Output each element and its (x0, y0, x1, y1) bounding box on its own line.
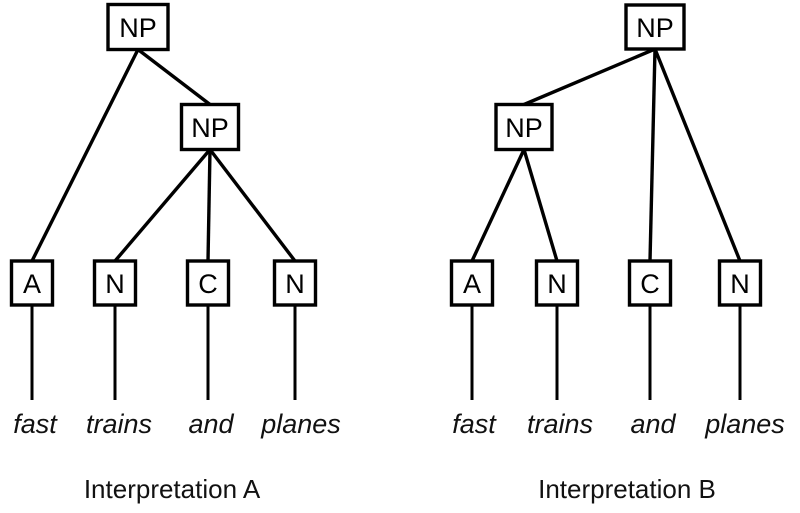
node-leafA[interactable]: A (449, 259, 495, 307)
node-label: N (105, 269, 125, 299)
stem-group (30, 305, 297, 400)
node-label: NP (505, 113, 543, 143)
node-leafN1[interactable]: N (92, 259, 138, 307)
word-label: trains (86, 409, 152, 439)
node-box[interactable] (106, 2, 170, 52)
edge-innerNP-to-leafN1 (113, 148, 212, 263)
node-label: NP (191, 113, 229, 143)
edge-innerNP-to-leafN2 (208, 148, 297, 263)
node-label: NP (119, 13, 157, 43)
node-box[interactable] (717, 259, 763, 307)
word-label: planes (704, 409, 785, 439)
node-label: C (198, 269, 218, 299)
node-leafN2[interactable]: N (272, 259, 318, 307)
edge-innerNP-to-leafN1 (522, 149, 559, 262)
node-label: N (547, 269, 567, 299)
node-box[interactable] (449, 259, 495, 307)
node-root[interactable]: NP (624, 3, 686, 51)
edge-group (470, 47, 742, 262)
node-box[interactable] (624, 3, 686, 51)
node-leafC[interactable]: C (627, 259, 673, 307)
word-label: and (630, 409, 676, 439)
word-label: fast (13, 409, 58, 439)
edge-root-to-leafA (30, 48, 140, 262)
node-leafN2[interactable]: N (717, 259, 763, 307)
node-innerNP[interactable]: NP (494, 102, 554, 152)
node-label: N (285, 269, 305, 299)
edge-group (30, 48, 297, 263)
node-innerNP[interactable]: NP (179, 102, 241, 152)
word-label: and (188, 409, 234, 439)
word-label: trains (527, 409, 593, 439)
node-box[interactable] (185, 259, 231, 307)
edge-innerNP-to-leafC (206, 149, 212, 262)
edge-root-to-innerNP (136, 48, 212, 106)
node-box[interactable] (534, 259, 580, 307)
node-box[interactable] (92, 259, 138, 307)
word-label: planes (260, 409, 341, 439)
word-group: fast trains and planes (452, 409, 785, 439)
node-group: NP NP A N C N (9, 2, 318, 307)
node-leafA[interactable]: A (9, 259, 55, 307)
node-box[interactable] (179, 102, 241, 152)
edge-root-to-leafN2 (653, 48, 742, 262)
node-label: A (23, 269, 41, 299)
word-label: fast (452, 409, 497, 439)
node-label: N (730, 269, 750, 299)
stem-group (470, 305, 742, 400)
node-box[interactable] (9, 259, 55, 307)
edge-root-to-leafC (648, 48, 657, 262)
node-label: A (463, 269, 481, 299)
node-box[interactable] (272, 259, 318, 307)
node-label: NP (636, 13, 674, 43)
tree-caption: Interpretation A (84, 474, 261, 504)
node-box[interactable] (627, 259, 673, 307)
node-group: NP NP A N C N (449, 3, 763, 307)
node-root[interactable]: NP (106, 2, 170, 52)
node-leafC[interactable]: C (185, 259, 231, 307)
node-leafN1[interactable]: N (534, 259, 580, 307)
node-label: C (640, 269, 660, 299)
word-group: fast trains and planes (13, 409, 341, 439)
node-box[interactable] (494, 102, 554, 152)
edge-innerNP-to-leafA (470, 148, 526, 262)
tree-caption: Interpretation B (538, 474, 716, 504)
edge-root-to-innerNP (523, 47, 656, 107)
